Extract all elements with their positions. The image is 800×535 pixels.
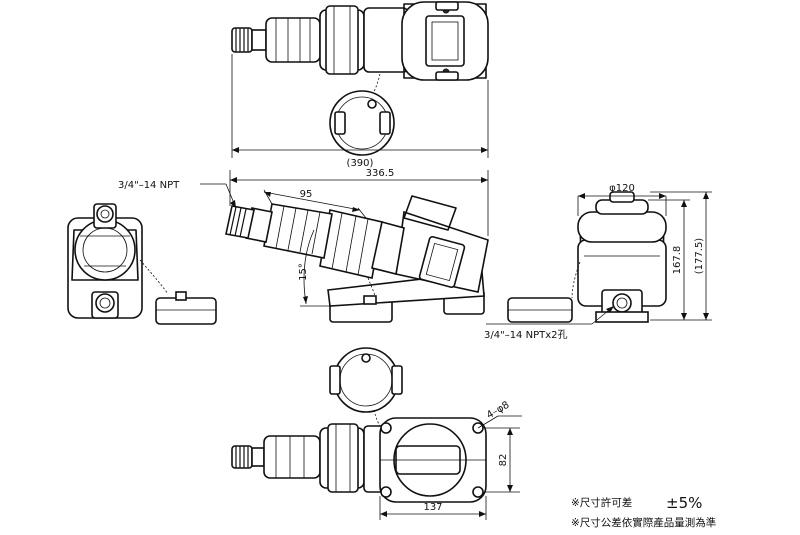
dimension-base-width: 137 (379, 496, 487, 520)
dimension-heights: 167.8 (177.5) (648, 191, 712, 321)
tolerance-label: ※尺寸許可差 (571, 496, 632, 509)
length-with-cap-label: (390) (347, 158, 374, 169)
overall-length-label: 336.5 (366, 168, 395, 179)
dimension-angle: 15° (298, 229, 330, 307)
base-depth-label: 82 (498, 454, 509, 467)
dimension-length-with-cap: (390) (231, 54, 489, 169)
outlet-thread-label: 3/4"–14 NPTx2孔 (484, 329, 568, 341)
height-label: 167.8 (672, 246, 683, 275)
disclaimer-note: ※尺寸公差依實際產品量測為準 (571, 516, 716, 529)
height-with-cap-label: (177.5) (694, 238, 705, 275)
inlet-thread-label: 3/4"–14 NPT (118, 180, 180, 191)
base-width-label: 137 (423, 502, 442, 513)
inlet-thread-callout: 3/4"–14 NPT (118, 180, 237, 209)
dimension-body-diameter: φ120 (577, 183, 667, 216)
angle-label: 15° (298, 263, 309, 281)
mount-holes-callout: 4–φ8 (477, 400, 522, 429)
body-diameter-label: φ120 (609, 183, 635, 194)
mount-holes-label: 4–φ8 (485, 400, 512, 422)
dimension-fitting-length: 95 (263, 189, 367, 219)
dimension-base-depth: 82 (484, 427, 520, 493)
side-view (225, 195, 489, 323)
tolerance-value: ±5% (666, 494, 702, 512)
front-view (67, 203, 217, 325)
dimension-overall-length: 336.5 (229, 168, 489, 236)
bottom-view (231, 347, 487, 503)
top-view (231, 1, 489, 156)
outlet-thread-callout: 3/4"–14 NPTx2孔 (484, 305, 615, 341)
notes: ※尺寸許可差 ±5% ※尺寸公差依實際產品量測為準 (571, 494, 716, 529)
right-view (507, 191, 667, 323)
fitting-length-label: 95 (300, 189, 313, 200)
